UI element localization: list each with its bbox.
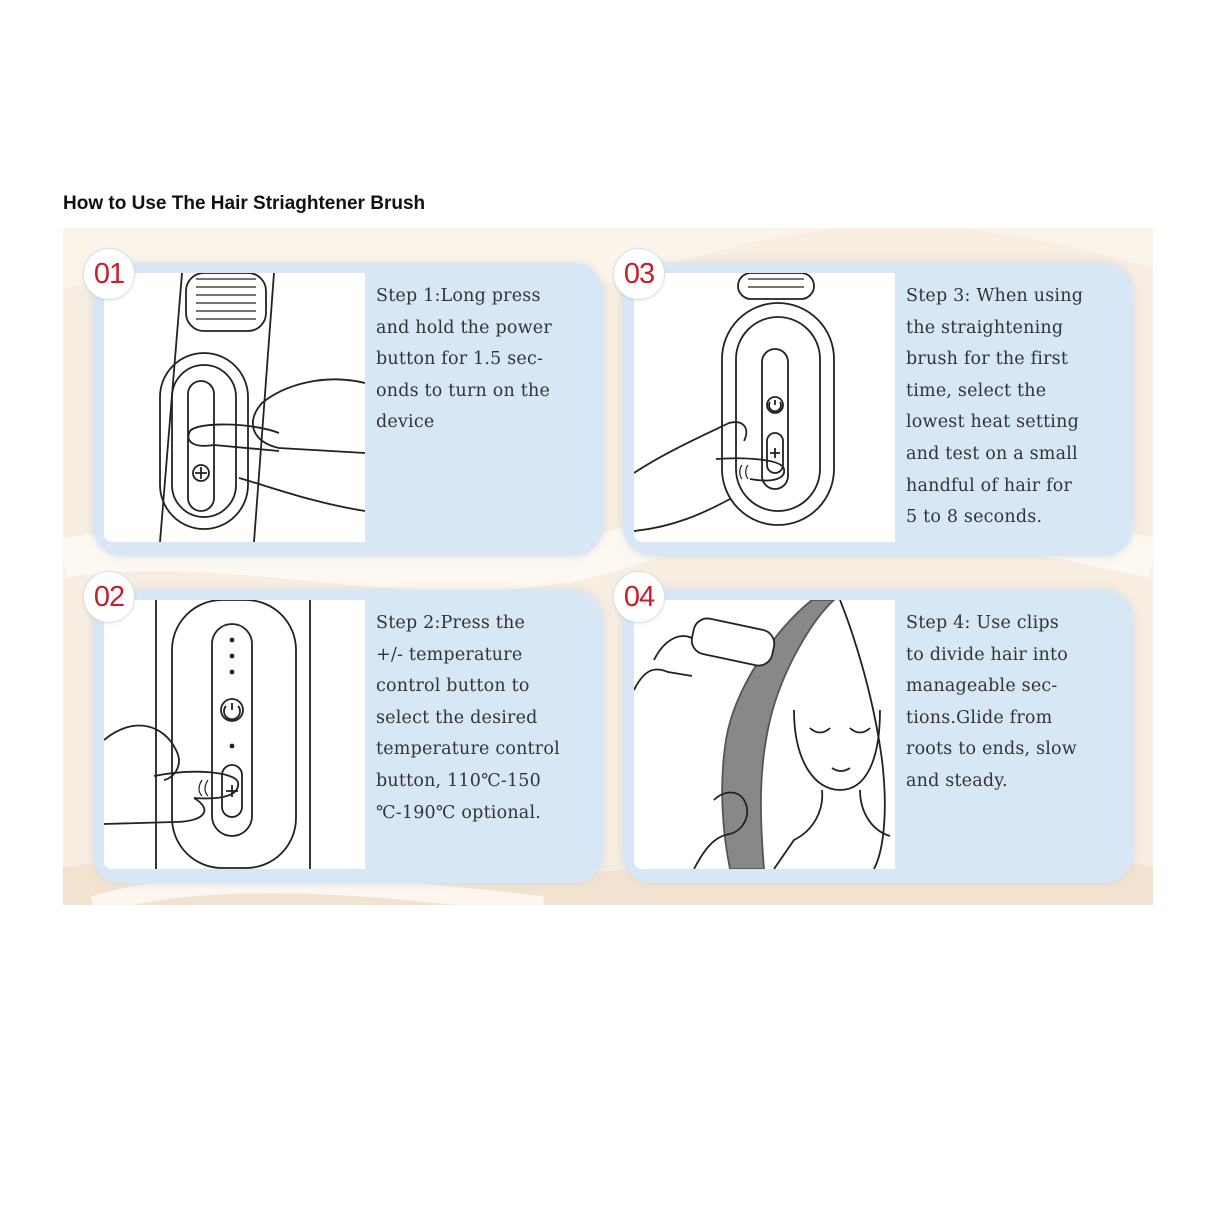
step-3-text: Step 3: When using the straightening bru… — [906, 286, 1084, 528]
woman-straightening-icon — [634, 600, 891, 869]
step-1-text: Step 1:Long press and hold the power but… — [376, 286, 552, 433]
page-title: How to Use The Hair Striaghtener Brush — [63, 193, 426, 214]
brush-control-icon — [104, 600, 311, 869]
instruction-panel: Step 1:Long press and hold the power but… — [63, 228, 1153, 905]
step-card-4: Step 4: Use clips to divide hair into ma… — [623, 590, 1133, 883]
step-1-badge: 01 — [83, 248, 135, 300]
step-card-3: Step 3: When using the straightening bru… — [623, 263, 1133, 556]
step-1-illustration — [104, 273, 365, 542]
hand-press-icon — [634, 273, 835, 532]
step-card-1: Step 1:Long press and hold the power but… — [93, 263, 603, 556]
step-3-badge: 03 — [613, 248, 665, 300]
step-2-illustration — [104, 600, 365, 869]
step-2-text: Step 2:Press the +/- temperature control… — [376, 613, 560, 823]
step-card-2: Step 2:Press the +/- temperature control… — [93, 590, 603, 883]
step-4-text: Step 4: Use clips to divide hair into ma… — [906, 613, 1077, 791]
step-4-badge: 04 — [613, 571, 665, 623]
step-4-illustration — [634, 600, 895, 869]
hand-press-icon — [159, 273, 365, 542]
step-2-badge: 02 — [83, 571, 135, 623]
step-3-illustration — [634, 273, 895, 542]
